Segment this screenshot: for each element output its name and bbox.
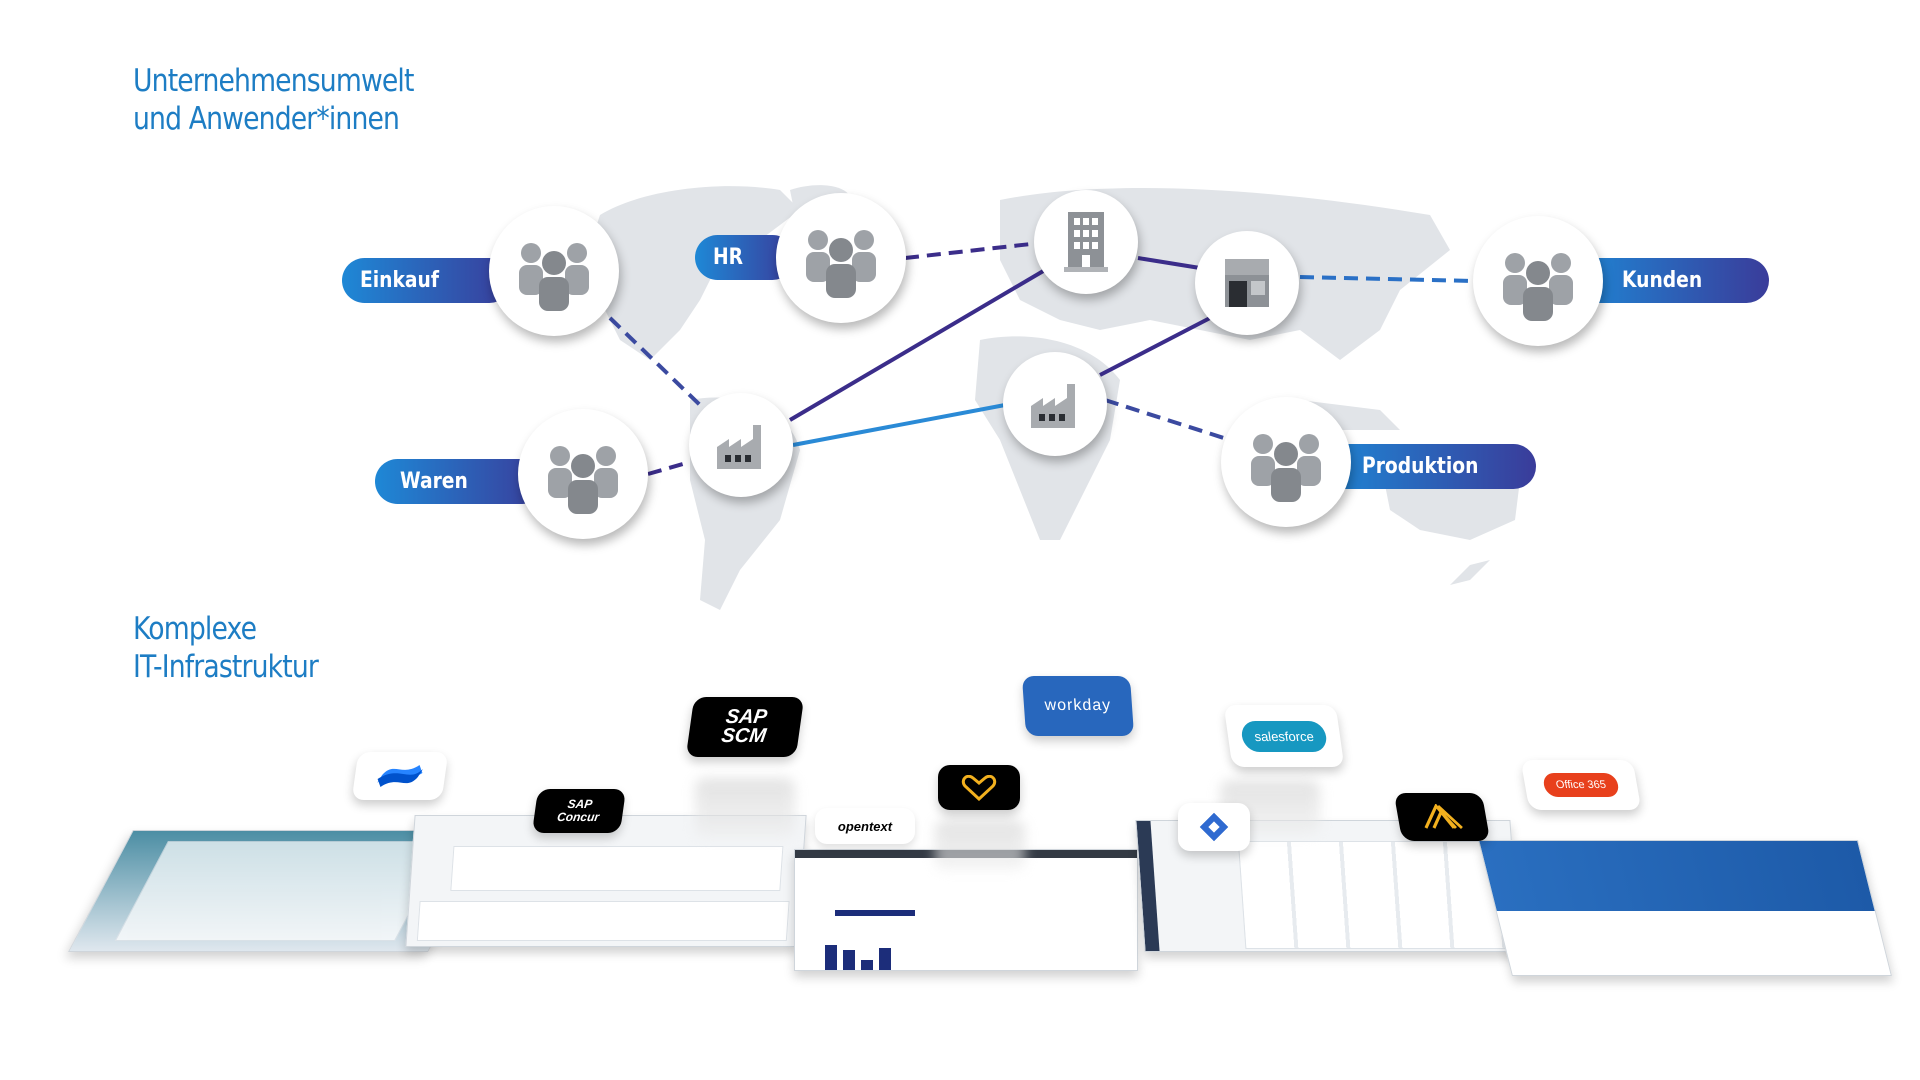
logo-text: salesforce [1240,720,1328,752]
salesforce-logo[interactable]: salesforce [1223,705,1345,767]
tile-shadow [695,778,795,838]
group-pill-einkauf: Einkauf [342,258,512,303]
pill-label: HR [713,245,744,270]
environment-title: Unternehmensumwelt und Anwender*innen [133,62,414,138]
screen-content [1237,841,1511,949]
shop-icon [1195,231,1299,335]
confluence-icon[interactable] [351,752,449,800]
screen-content [450,846,784,891]
logo-text: Office 365 [1541,773,1621,797]
title-line: und Anwender*innen [133,101,400,137]
pill-label: Kunden [1622,268,1703,293]
people-icon [518,409,648,539]
people-icon [489,206,619,336]
logo-text: SCM [719,725,768,747]
link-building-shop [1137,256,1201,270]
link-factory-building [788,268,1047,422]
logo-text: workday [1044,697,1112,714]
tile-shadow [935,820,1025,870]
logo-text: opentext [837,818,893,834]
link-factory-factory2 [792,403,1006,447]
pill-label: Produktion [1362,454,1479,479]
app-screen-office365[interactable] [1478,840,1892,976]
title-line: Komplexe [133,611,257,647]
alteryx-icon[interactable] [1393,793,1491,841]
logo-text: Concur [556,810,601,824]
infra-title: Komplexe IT-Infrastruktur [133,610,319,686]
group-pill-waren: Waren [375,459,545,504]
building-icon [1034,190,1138,294]
link-hr-building [904,241,1041,260]
newzealand [1450,560,1490,585]
jira-icon[interactable] [1178,803,1250,851]
pill-label: Waren [400,469,468,494]
factory-icon [1003,352,1107,456]
group-pill-produktion: Produktion [1320,444,1536,489]
title-line: IT-Infrastruktur [133,649,319,685]
factory-icon [689,393,793,497]
link-waren-factory [647,460,691,476]
link-factory2-produktion [1104,398,1231,442]
office365-logo[interactable]: Office 365 [1520,760,1642,810]
people-icon [1473,216,1603,346]
opentext-logo[interactable]: opentext [815,808,915,844]
link-factory2-shop [1099,316,1211,377]
link-shop-kunden [1299,275,1476,283]
people-icon [1221,397,1351,527]
screen-content [416,901,790,941]
links [608,241,1476,476]
workday-logo[interactable]: workday [1021,676,1135,736]
north-america [585,186,800,360]
people-icon [776,193,906,323]
pill-label: Einkauf [360,268,440,293]
title-line: Unternehmensumwelt [133,63,414,99]
heart-icon[interactable] [938,765,1020,810]
screen-content [114,841,449,941]
group-pill-kunden: Kunden [1570,258,1769,303]
